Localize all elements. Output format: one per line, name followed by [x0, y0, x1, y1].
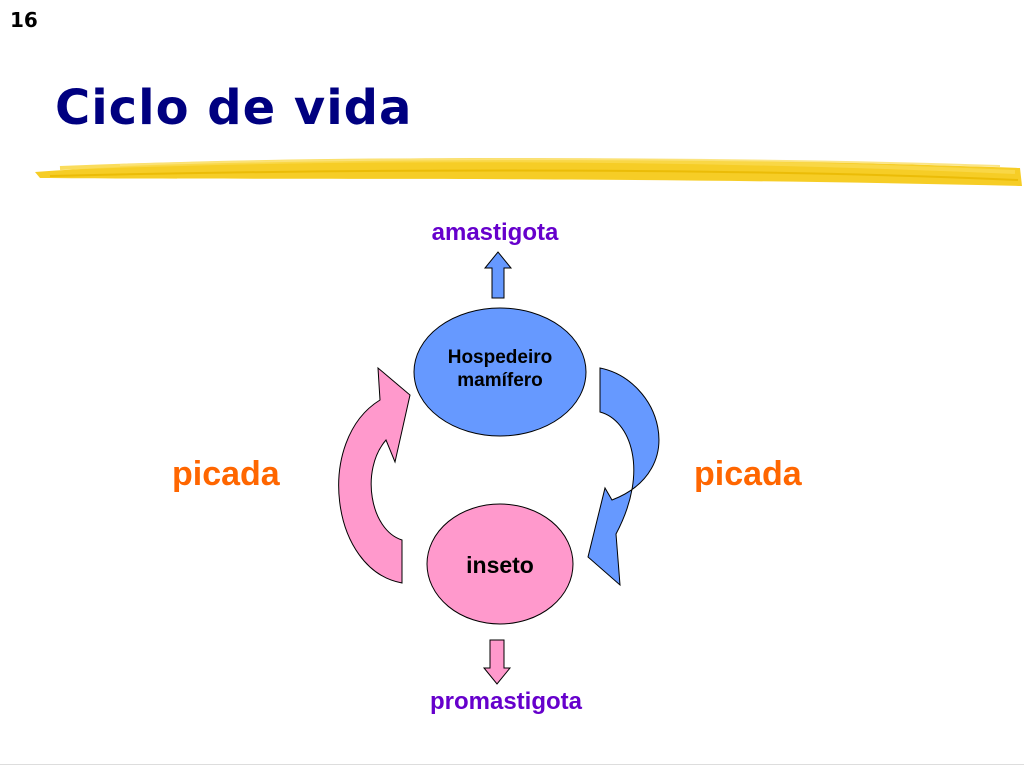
arrow-down-to-promastigota	[482, 639, 512, 685]
blue-curved-arrow-host-to-insect	[587, 367, 660, 587]
stage-label-amastigota: amastigota	[431, 219, 559, 246]
slide-bottom-border	[0, 764, 1024, 765]
host-node-label: Hospedeiro mamífero	[414, 347, 586, 393]
host-label-line2: mamífero	[457, 369, 543, 391]
title-highlighter-underline	[35, 158, 1022, 186]
insect-node	[426, 503, 574, 625]
insect-node-label: inseto	[466, 552, 534, 578]
stage-label-promastigota: promastigota	[429, 688, 582, 715]
host-node	[413, 307, 587, 437]
arrow-up-to-amastigota	[483, 251, 513, 299]
slide-title: Ciclo de vida	[55, 80, 413, 136]
transition-label-left: picada	[172, 455, 280, 493]
slide-number: 16	[10, 8, 38, 32]
pink-curved-arrow-insect-to-host	[338, 366, 411, 584]
transition-label-right: picada	[694, 455, 802, 493]
host-label-line1: Hospedeiro	[447, 347, 553, 368]
